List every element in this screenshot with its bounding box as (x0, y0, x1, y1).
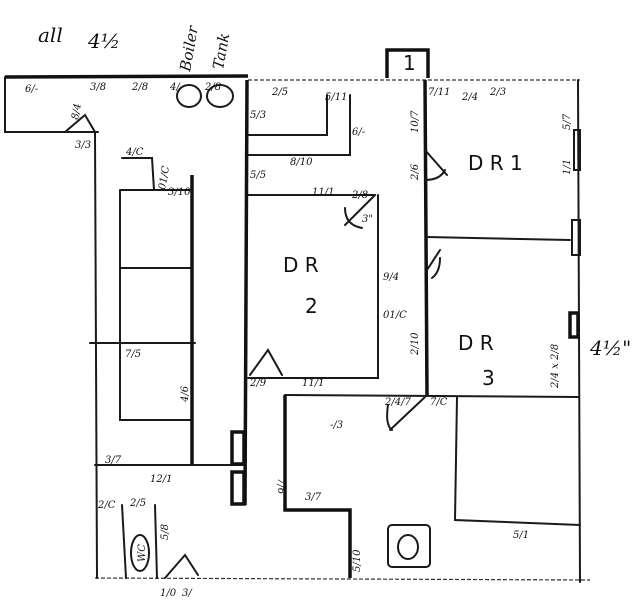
dim: 2/8 (131, 82, 148, 93)
room-dr3-label: D R (458, 331, 494, 355)
dim: 2/C (97, 500, 116, 511)
cupboard-4c (121, 157, 155, 191)
outer-wall-top-left (4, 74, 249, 79)
room-wc: WC (137, 544, 148, 562)
dim: 7/C (430, 397, 448, 408)
boiler-icon (176, 84, 202, 108)
room-dr2-number: 2 (305, 294, 318, 318)
dim: 2/4 (461, 92, 478, 103)
door-left (64, 113, 96, 133)
door-dr3 (426, 249, 441, 279)
dim: 2/4/7 (384, 397, 411, 408)
lower-wall (284, 394, 579, 398)
dim: 5/10 (352, 549, 363, 572)
dim: 2/4 x 2/8 (550, 344, 561, 389)
tank-icon (206, 84, 234, 108)
dim: 8/10 (290, 157, 313, 168)
dim: 2/8 (351, 190, 368, 201)
dim: 7/5 (125, 349, 141, 360)
dimension-labels: 6/- 3/8 2/8 4/ 2/8 2/5 5/3 5/11 6/- 8/10… (25, 82, 573, 599)
wc-icon (130, 534, 150, 572)
dim: 3/7 (305, 492, 322, 503)
left-corridor-wall (94, 131, 98, 579)
window-dr1 (571, 219, 581, 256)
window-dr3 (568, 311, 580, 339)
wc-walls (121, 504, 158, 579)
outer-wall-bottom (94, 577, 591, 581)
dim: 6/- (352, 127, 366, 138)
dim: 12/1 (150, 474, 172, 485)
dim: 9/4 (383, 272, 399, 283)
door-dr1 (424, 149, 448, 181)
dim: 7/11 (428, 87, 450, 98)
dim: 8/4 (70, 103, 84, 121)
dim: 3/8 (90, 82, 106, 93)
corridor-wall (423, 79, 429, 396)
dim: 5/5 (250, 170, 266, 181)
dim: 2/8 (204, 82, 221, 93)
radiator-1 (230, 430, 246, 466)
dim: 1/0 (160, 588, 177, 599)
dim: 5/3 (250, 110, 266, 121)
dim: 11/1 (312, 187, 334, 198)
room-dr3-number: 3 (482, 366, 495, 390)
dim: 3/10 (168, 187, 191, 198)
dim: 01/C (383, 310, 407, 321)
note-all: all (38, 23, 63, 47)
dim: 2/6 (410, 163, 421, 181)
dr2-walls (247, 194, 379, 379)
door-dr2-bottom (249, 348, 283, 376)
dim: 6/- (25, 84, 39, 95)
note-tank: Tank (209, 32, 233, 71)
chimney-box (385, 48, 430, 78)
room-dr2-label: D R (283, 253, 319, 277)
dim: 1/1 (562, 159, 573, 175)
note-wall-right: 4½" (589, 336, 631, 360)
door-dr2 (344, 194, 376, 229)
cupboard-number: 1 (403, 51, 416, 75)
dim: 3/3 (75, 140, 91, 151)
dim: 4/6 (180, 385, 191, 403)
dim: 11/1 (302, 378, 324, 389)
dim: 3/ (182, 588, 193, 599)
door-wc (164, 553, 199, 579)
dim: 5/1 (513, 530, 529, 541)
dim: 5/7 (562, 113, 573, 130)
inner-column (89, 189, 196, 421)
dim: 4/C (125, 147, 144, 158)
room-dr1: D R 1 (468, 151, 523, 175)
dim: 2/5 (129, 498, 146, 509)
note-boiler: Boiler (176, 24, 202, 74)
dim: 2/10 (410, 332, 421, 356)
basin-icon (387, 524, 431, 568)
dim: 2/5 (271, 87, 288, 98)
dim: 2/3 (489, 87, 506, 98)
dim: -/3 (330, 420, 343, 431)
bath-wall (283, 395, 352, 578)
dim: 5/11 (325, 92, 347, 103)
radiator-2 (230, 470, 246, 506)
dr1-dr3-divider (426, 236, 571, 241)
dim: 10/7 (410, 110, 421, 133)
small-rooms-top (247, 94, 376, 196)
lower-right-box (453, 396, 581, 526)
dim: 3/7 (105, 455, 122, 466)
door-lower (386, 396, 426, 431)
dim: 01/C (157, 165, 172, 191)
note-wall-top: 4½ (87, 29, 120, 53)
basin-bowl-icon (397, 534, 419, 560)
dim: 2/9 (249, 378, 267, 389)
dim: 7/6 (275, 478, 286, 495)
dim: 4/ (169, 82, 181, 93)
dim: 3" (362, 214, 373, 225)
window-right-top (573, 129, 581, 171)
left-block (4, 76, 99, 133)
dim: 5/8 (160, 524, 171, 540)
